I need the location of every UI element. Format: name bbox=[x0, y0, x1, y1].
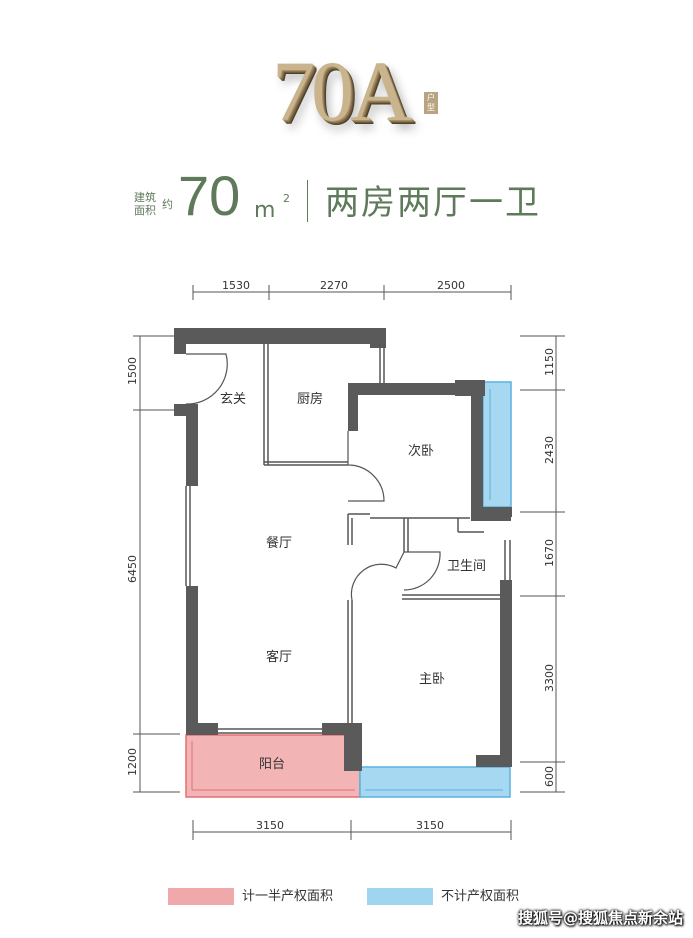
room-kitchen: 厨房 bbox=[297, 391, 323, 407]
dim-bottom-2: 3150 bbox=[416, 819, 444, 832]
dim-right-4: 3300 bbox=[543, 664, 556, 692]
bay-window-second-bedroom bbox=[482, 381, 512, 508]
room-labels: 玄关 厨房 次卧 餐厅 卫生间 客厅 主卧 阳台 bbox=[220, 391, 486, 772]
bay-window-master-bedroom bbox=[359, 766, 511, 798]
layout-description: 两房两厅一卫 bbox=[325, 183, 541, 223]
dimension-lines bbox=[133, 285, 565, 840]
room-dining: 餐厅 bbox=[266, 535, 292, 551]
area-qualifier: 约 bbox=[162, 198, 173, 211]
room-master-bedroom: 主卧 bbox=[419, 672, 445, 687]
dim-right-3: 1670 bbox=[543, 539, 556, 567]
model-suffix-tag: 户型 bbox=[424, 92, 438, 114]
area-label-line1: 建筑 bbox=[134, 191, 156, 204]
area-unit: m bbox=[254, 198, 276, 223]
room-second-bedroom: 次卧 bbox=[408, 443, 434, 459]
room-balcony: 阳台 bbox=[259, 757, 285, 772]
dim-right-2: 2430 bbox=[543, 436, 556, 464]
dim-left-1: 1500 bbox=[126, 357, 139, 385]
interior-walls bbox=[185, 344, 511, 734]
room-entrance: 玄关 bbox=[220, 392, 246, 407]
room-living: 客厅 bbox=[266, 649, 292, 665]
balcony-inner-lines bbox=[191, 741, 355, 791]
bay-inner-lines bbox=[365, 389, 503, 791]
area-unit-power: 2 bbox=[283, 192, 290, 205]
legend-swatch-half bbox=[168, 888, 234, 905]
dim-bottom-1: 3150 bbox=[256, 819, 284, 832]
dim-right-1: 1150 bbox=[543, 348, 556, 376]
room-bathroom: 卫生间 bbox=[447, 559, 486, 574]
legend-label-half: 计一半产权面积 bbox=[242, 889, 334, 904]
balcony-area-half bbox=[185, 734, 361, 798]
watermark: 搜狐号@搜狐焦点新余站 bbox=[517, 909, 683, 927]
legend-label-none: 不计产权面积 bbox=[441, 889, 520, 904]
area-value: 70 bbox=[178, 164, 241, 227]
dim-top-1: 1530 bbox=[222, 279, 250, 292]
dim-left-2: 6450 bbox=[126, 555, 139, 583]
model-number: 70A bbox=[272, 43, 412, 139]
header-divider bbox=[307, 180, 308, 222]
dim-top-3: 2500 bbox=[437, 279, 465, 292]
dim-top-2: 2270 bbox=[320, 279, 348, 292]
legend-swatch-none bbox=[367, 888, 433, 905]
walls bbox=[174, 328, 512, 771]
doors bbox=[185, 353, 441, 601]
dimension-labels: 1530 2270 2500 3150 3150 1500 6450 1200 … bbox=[126, 279, 556, 832]
dim-right-5: 600 bbox=[543, 766, 556, 787]
dim-left-3: 1200 bbox=[126, 748, 139, 776]
area-label-line2: 面积 bbox=[134, 204, 156, 217]
